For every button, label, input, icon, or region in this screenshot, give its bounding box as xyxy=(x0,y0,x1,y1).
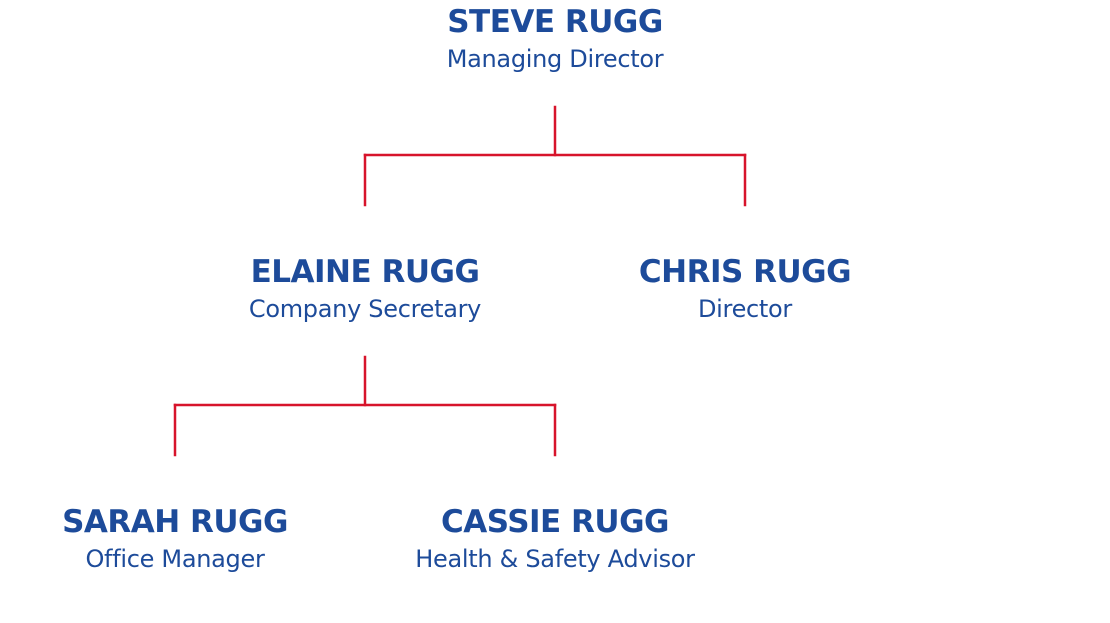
node-name: SARAH RUGG xyxy=(62,504,288,540)
org-node-elaine-rugg: ELAINE RUGG Company Secretary xyxy=(195,254,535,324)
node-name: STEVE RUGG xyxy=(447,4,663,40)
node-name: CASSIE RUGG xyxy=(441,504,669,540)
node-role: Company Secretary xyxy=(248,295,482,323)
org-node-cassie-rugg: CASSIE RUGG Health & Safety Advisor xyxy=(385,504,725,574)
node-role: Director xyxy=(697,295,792,323)
node-name: CHRIS RUGG xyxy=(638,254,852,290)
org-node-steve-rugg: STEVE RUGG Managing Director xyxy=(385,4,725,74)
node-role: Office Manager xyxy=(85,545,265,573)
node-role: Health & Safety Advisor xyxy=(415,545,695,573)
node-name: ELAINE RUGG xyxy=(250,254,480,290)
org-node-sarah-rugg: SARAH RUGG Office Manager xyxy=(5,504,345,574)
org-node-chris-rugg: CHRIS RUGG Director xyxy=(575,254,915,324)
node-role: Managing Director xyxy=(446,45,664,73)
